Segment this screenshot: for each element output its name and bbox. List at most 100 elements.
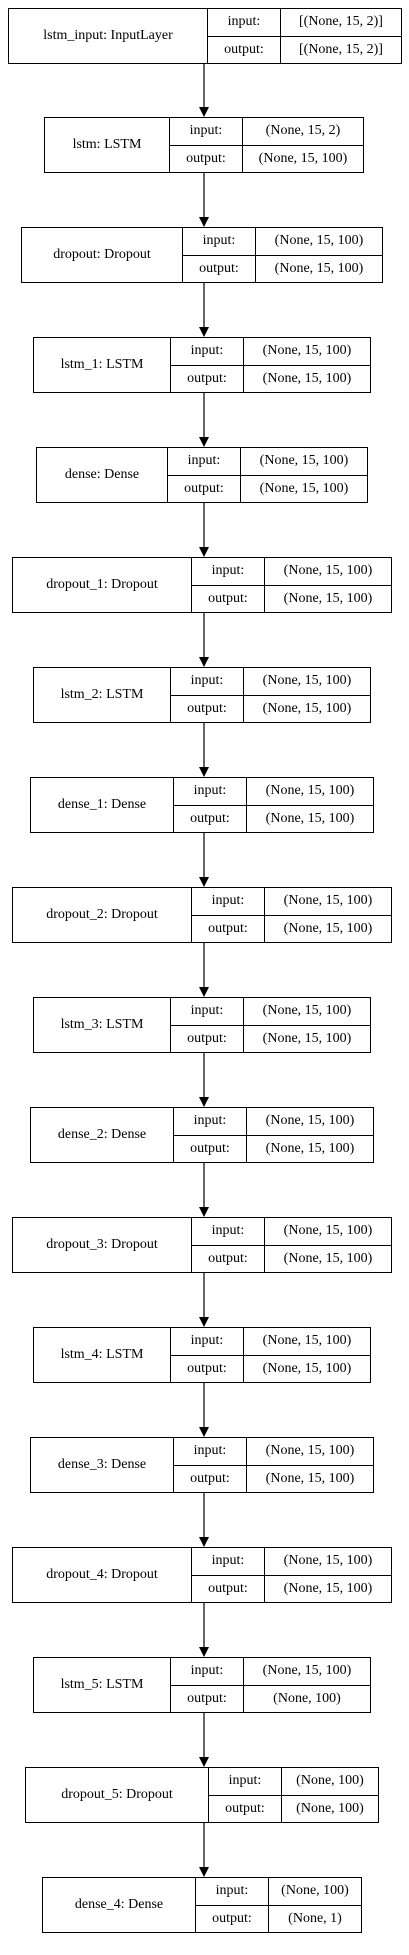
output-label: output:	[224, 41, 264, 57]
layer-name: dropout_4: Dropout	[13, 1548, 192, 1602]
output-label: output:	[187, 700, 227, 716]
io-label-column: input: output:	[209, 1768, 282, 1822]
input-shape: (None, 15, 2)	[243, 118, 363, 146]
io-label-column: input:output:	[168, 448, 241, 502]
output-label: output:	[225, 1800, 265, 1816]
shape-value-column: (None, 15, 100)(None, 15, 100)	[244, 668, 370, 722]
layer-name: lstm_3: LSTM	[34, 998, 171, 1052]
input-label: input:	[170, 118, 242, 146]
io-label-column: input:output:	[171, 998, 244, 1052]
output-shape: (None, 100)	[296, 1800, 364, 1816]
output-shape: [(None, 15, 2)]	[299, 41, 383, 57]
shape-value-column: (None, 15, 100) (None, 15, 100)	[244, 1328, 370, 1382]
input-label: input:	[209, 1768, 281, 1796]
output-label: output:	[208, 1250, 248, 1266]
input-shape: (None, 15, 100)	[244, 998, 370, 1026]
input-shape: (None, 15, 100)	[244, 1328, 370, 1356]
output-label: output:	[187, 1360, 227, 1376]
shape-value-column: (None, 100) (None, 100)	[282, 1768, 378, 1822]
io-label-column: input: output:	[171, 1328, 244, 1382]
output-shape: (None, 15, 100)	[274, 260, 364, 276]
input-label: input:	[174, 778, 246, 806]
input-label: input:	[183, 228, 255, 256]
input-shape: (None, 15, 100)	[256, 228, 382, 256]
output-shape: (None, 1)	[288, 1910, 342, 1926]
output-shape: (None, 15, 100)	[283, 1250, 373, 1266]
output-label: output:	[190, 810, 230, 826]
output-label: output:	[208, 920, 248, 936]
input-label: input:	[171, 1658, 243, 1686]
layer-name: dropout_1: Dropout	[13, 558, 192, 612]
input-shape: (None, 15, 100)	[244, 668, 370, 696]
layer-name: dropout_2: Dropout	[13, 888, 192, 942]
output-shape: (None, 15, 100)	[283, 920, 373, 936]
output-shape: (None, 15, 100)	[283, 1580, 373, 1596]
output-label: output:	[190, 1470, 230, 1486]
output-shape: (None, 15, 100)	[265, 810, 355, 826]
output-label: output:	[199, 260, 239, 276]
layer-name: lstm_2: LSTM	[34, 668, 171, 722]
io-label-column: input: output:	[171, 668, 244, 722]
shape-value-column: [(None, 15, 2)][(None, 15, 2)]	[281, 9, 401, 63]
input-shape: (None, 15, 100)	[244, 1658, 370, 1686]
shape-value-column: (None, 15, 100) (None, 15, 100)	[241, 448, 367, 502]
layer-name: lstm_1: LSTM	[34, 338, 171, 392]
io-label-column: input: output:	[174, 778, 247, 832]
layer-name: lstm_4: LSTM	[34, 1328, 171, 1382]
input-shape: (None, 15, 100)	[241, 448, 367, 476]
input-label: input:	[192, 558, 264, 586]
io-label-column: input:output:	[171, 338, 244, 392]
input-shape: (None, 15, 100)	[247, 1438, 373, 1466]
shape-value-column: (None, 15, 100) (None, 15, 100)	[247, 778, 373, 832]
input-shape: (None, 15, 100)	[244, 338, 370, 366]
io-label-column: input: output:	[196, 1878, 269, 1932]
input-shape: (None, 15, 100)	[265, 1218, 391, 1246]
shape-value-column: (None, 15, 100)(None, 15, 100)	[247, 1108, 373, 1162]
input-label: input:	[171, 1328, 243, 1356]
shape-value-column: (None, 15, 100)(None, 15, 100)	[244, 998, 370, 1052]
shape-value-column: (None, 15, 100) (None, 15, 100)	[265, 1548, 391, 1602]
output-label: output:	[208, 1580, 248, 1596]
output-shape: (None, 15, 100)	[259, 480, 349, 496]
layer-name: lstm: LSTM	[45, 118, 170, 172]
input-shape: (None, 15, 100)	[247, 1108, 373, 1136]
output-shape: (None, 15, 100)	[262, 370, 352, 386]
input-label: input:	[196, 1878, 268, 1906]
shape-value-column: (None, 15, 100) (None, 15, 100)	[244, 338, 370, 392]
io-label-column: input: output:	[192, 1218, 265, 1272]
input-label: input:	[174, 1108, 246, 1136]
layer-name: lstm_5: LSTM	[34, 1658, 171, 1712]
input-shape: (None, 15, 100)	[265, 1548, 391, 1576]
output-label: output:	[208, 590, 248, 606]
io-label-column: input:output:	[208, 9, 281, 63]
input-shape: (None, 100)	[282, 1768, 378, 1796]
input-shape: (None, 15, 100)	[247, 778, 373, 806]
layer-name: dense_3: Dense	[31, 1438, 174, 1492]
output-label: output:	[186, 150, 226, 166]
layer-name: dense: Dense	[37, 448, 168, 502]
input-label: input:	[171, 668, 243, 696]
output-shape: (None, 15, 100)	[262, 1360, 352, 1376]
layer-name: dense_2: Dense	[31, 1108, 174, 1162]
output-shape: (None, 15, 100)	[258, 150, 348, 166]
input-shape: (None, 100)	[269, 1878, 361, 1906]
input-label: input:	[171, 998, 243, 1026]
output-label: output:	[190, 1140, 230, 1156]
io-label-column: input:output:	[174, 1438, 247, 1492]
shape-value-column: (None, 100) (None, 1)	[269, 1878, 361, 1932]
output-label: output:	[212, 1910, 252, 1926]
input-label: input:	[192, 1218, 264, 1246]
